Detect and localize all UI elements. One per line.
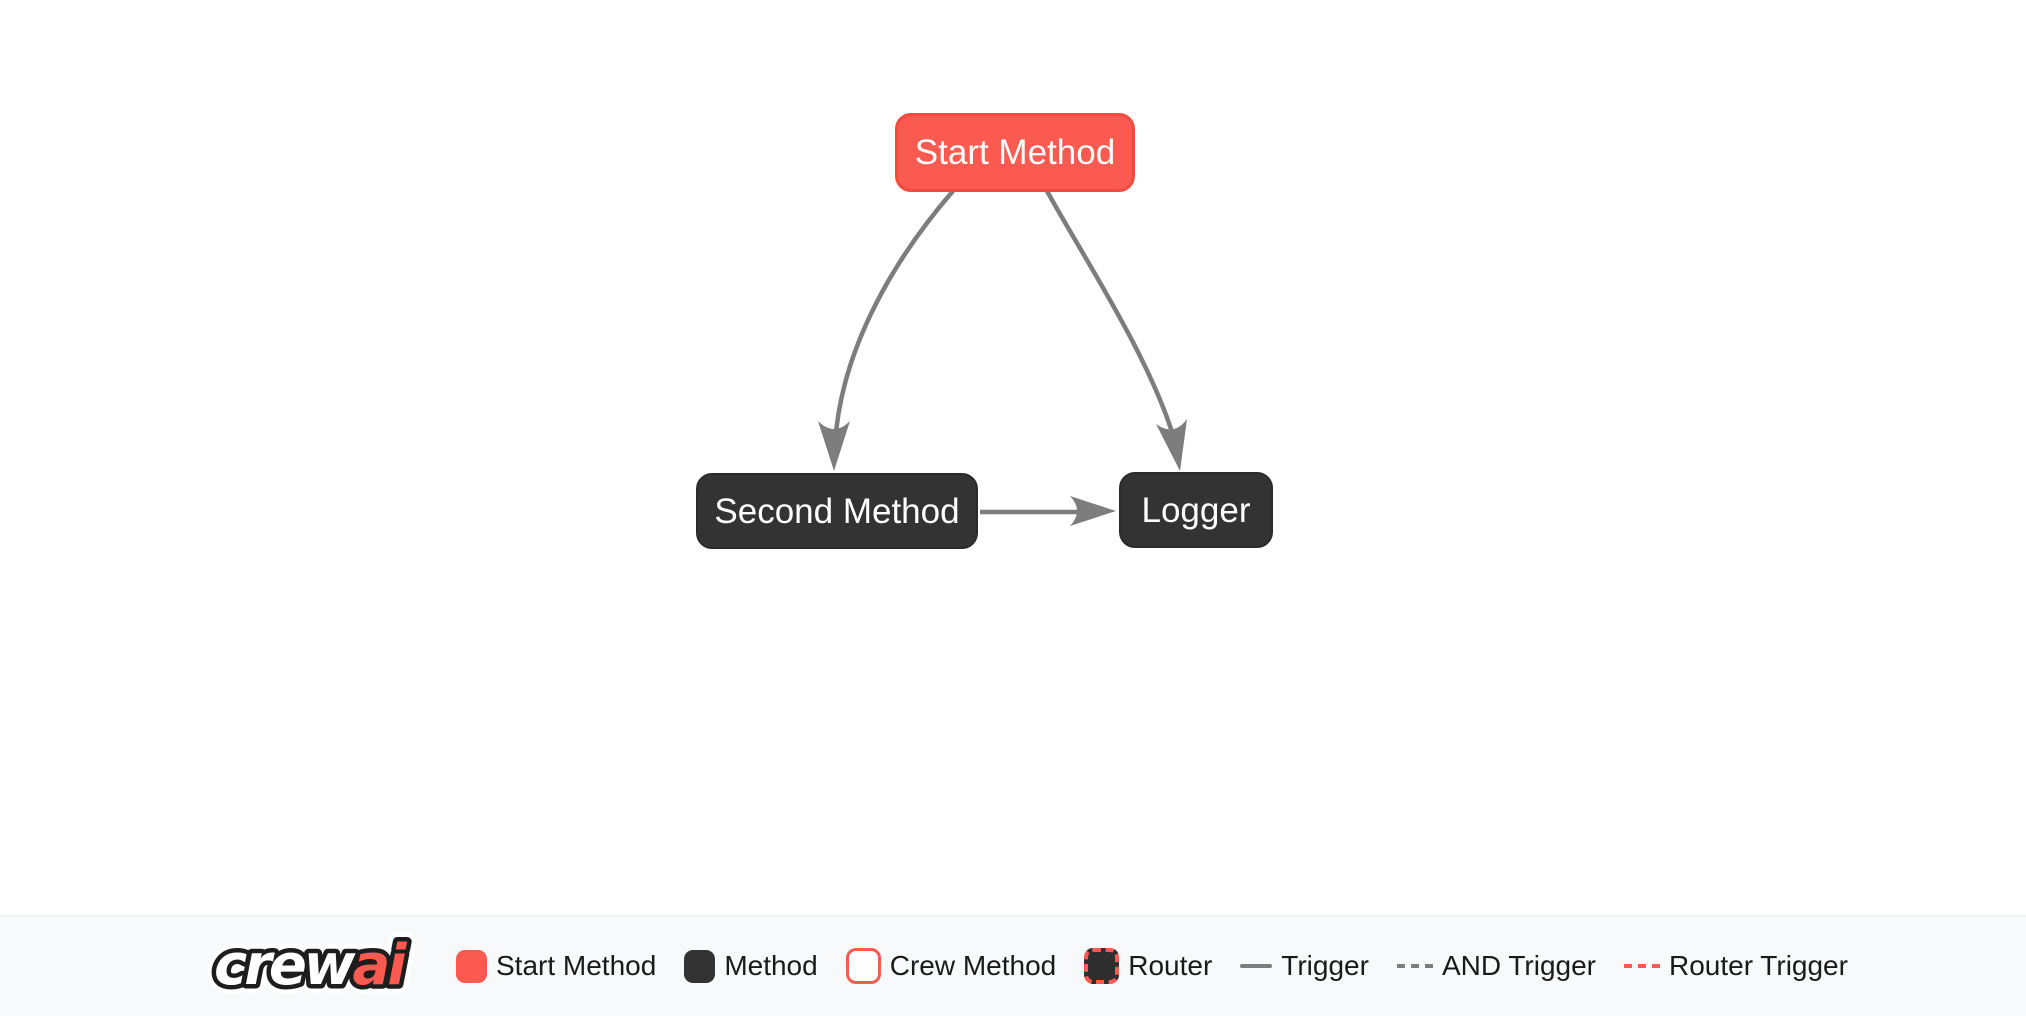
edge-start-to-second-arrowhead (818, 421, 850, 471)
legend-item-method: Method (684, 949, 818, 983)
legend-item-router-label: Router (1128, 950, 1213, 981)
method-swatch-icon (684, 949, 716, 983)
legend-bar: crewai crewai Start Method Method Crew M… (0, 915, 2026, 1016)
node-second-method-label: Second Method (714, 491, 960, 531)
edge-start-to-logger-arrowhead (1156, 419, 1187, 471)
edge-start-to-logger (1045, 189, 1179, 446)
trigger-line-icon (1240, 964, 1273, 968)
legend-item-and-trigger: AND Trigger (1396, 950, 1596, 982)
router-swatch-icon (1084, 948, 1120, 984)
legend-item-router-trigger: Router Trigger (1623, 950, 1848, 982)
legend-item-method-label: Method (724, 950, 818, 981)
node-logger-label: Logger (1141, 490, 1251, 530)
node-second-method[interactable]: Second Method (696, 473, 978, 549)
node-start-method[interactable]: Start Method (895, 113, 1135, 192)
edge-second-to-logger-arrowhead (1070, 496, 1116, 526)
legend-item-trigger-label: Trigger (1281, 950, 1369, 981)
node-start-method-label: Start Method (914, 133, 1116, 172)
legend-item-router-trigger-label: Router Trigger (1668, 950, 1848, 981)
legend-item-crew-method-label: Crew Method (889, 950, 1057, 981)
legend-item-crew-method: Crew Method (845, 948, 1057, 984)
legend-item-trigger: Trigger (1240, 950, 1369, 982)
and-trigger-line-icon (1396, 964, 1433, 968)
legend-item-router: Router (1084, 948, 1212, 984)
crew-method-swatch-icon (845, 948, 881, 984)
svg-text:crewai: crewai (214, 933, 407, 998)
router-trigger-line-icon (1623, 964, 1660, 968)
node-logger[interactable]: Logger (1119, 472, 1273, 548)
legend-item-and-trigger-label: AND Trigger (1441, 950, 1596, 981)
edge-start-to-second (832, 189, 955, 446)
start-method-swatch-icon (456, 949, 487, 983)
legend-item-start-method-label: Start Method (496, 950, 657, 981)
legend-item-start-method: Start Method (456, 949, 657, 983)
crewai-logo: crewai crewai (208, 930, 419, 1002)
